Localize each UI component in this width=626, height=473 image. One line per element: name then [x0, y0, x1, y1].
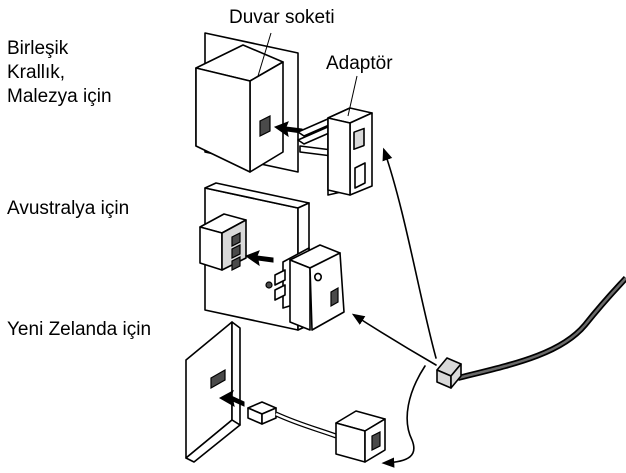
nz-adapter-port [371, 431, 381, 451]
uk-wall-socket [195, 32, 299, 173]
label-uk-line-1: Birleşik [7, 38, 69, 59]
wall-socket-pointer [257, 32, 272, 77]
label-uk-malaysia: Birleşik Krallık, Malezya için [7, 37, 167, 109]
label-new-zealand: Yeni Zelanda için [7, 319, 152, 340]
au-push-arrow [244, 250, 274, 267]
label-adapter: Adaptör [326, 53, 393, 74]
label-wall-socket: Duvar soketi [229, 7, 335, 28]
nz-socket-hole [210, 368, 226, 390]
arrow-to-au-adapter [351, 313, 437, 366]
nz-adapter [335, 410, 386, 463]
uk-socket-hole [259, 115, 271, 137]
arrow-to-nz-adapter [381, 365, 426, 468]
label-uk-line-2: Krallık, [7, 62, 66, 83]
nz-plug-cord [247, 401, 337, 439]
adapter-pointer [347, 75, 358, 117]
nz-push-arrow [218, 389, 245, 407]
arrow-to-uk-adapter [382, 147, 437, 359]
uk-adapter-port-top [353, 127, 365, 151]
uk-adapter-port-bottom [354, 162, 366, 189]
uk-adapter [327, 107, 373, 196]
au-adapter [274, 244, 345, 331]
label-australia: Avustralya için [7, 198, 130, 219]
label-uk-line-3: Malezya için [7, 86, 112, 107]
phone-line-cable [436, 275, 626, 389]
au-adapter-port [330, 286, 339, 308]
